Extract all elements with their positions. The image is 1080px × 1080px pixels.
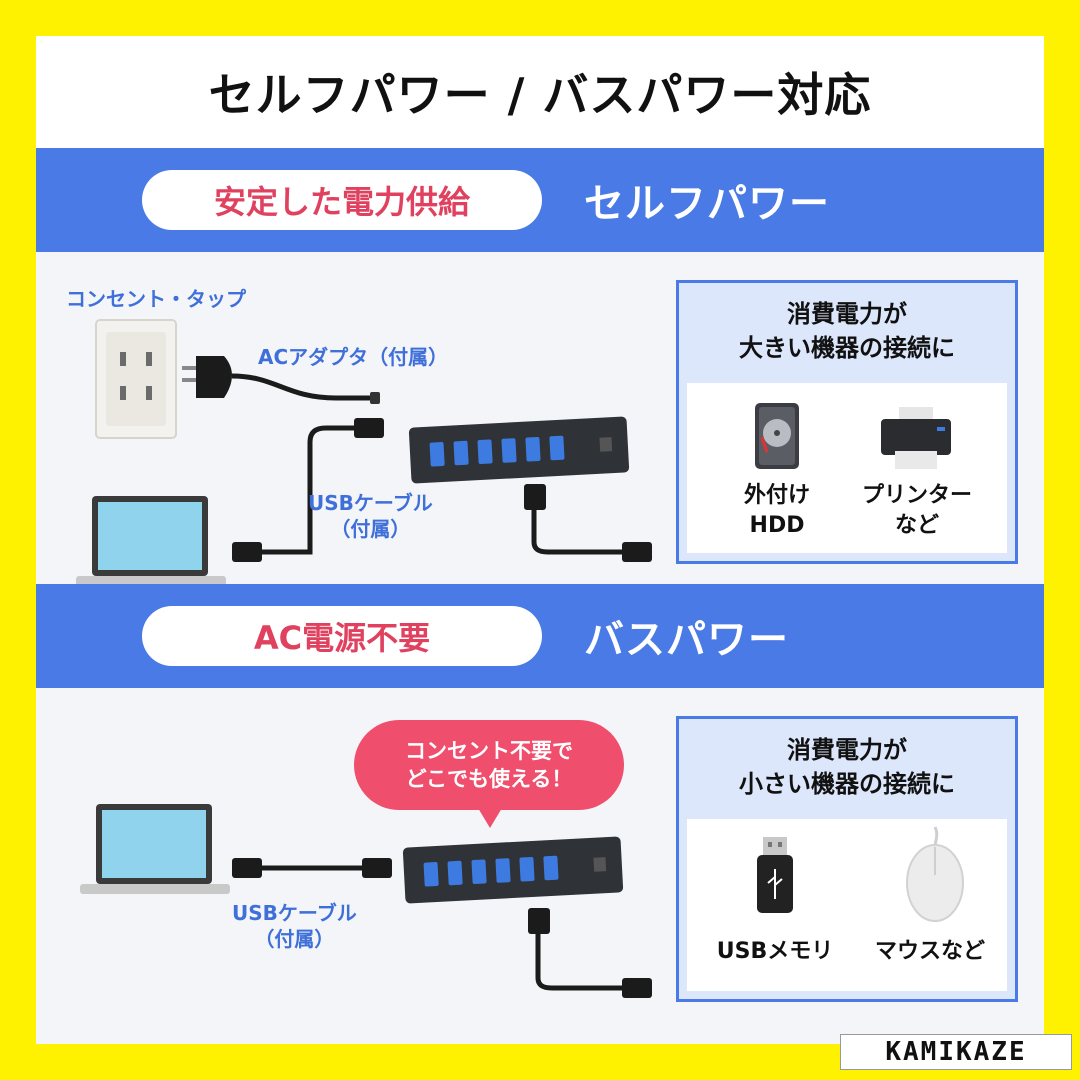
high-power-devices-panel: 消費電力が 大きい機器の接続に 外付け HDD プリンター <box>676 280 1018 564</box>
usb-cable-icon <box>232 418 384 562</box>
high-power-devices: 外付け HDD プリンター など <box>687 383 1007 553</box>
usb-cable-icon <box>232 858 392 878</box>
usb-hub-icon <box>408 416 652 562</box>
page-title: セルフパワー / バスパワー対応 <box>36 36 1044 148</box>
low-power-heading: 消費電力が 小さい機器の接続に <box>739 736 955 798</box>
hdd-label: 外付け HDD <box>743 483 810 538</box>
laptop-icon <box>76 496 226 586</box>
low-power-devices: USBメモリ マウスなど <box>687 819 1007 991</box>
low-power-devices-panel: 消費電力が 小さい機器の接続に USBメモリ マウスなど <box>676 716 1018 1002</box>
mouse-label: マウスなど <box>874 939 985 964</box>
self-power-band: 安定した電力供給 セルフパワー <box>36 148 1044 252</box>
high-power-heading: 消費電力が 大きい機器の接続に <box>739 300 955 362</box>
self-power-title: セルフパワー <box>584 181 830 227</box>
usb-memory-icon <box>757 837 793 913</box>
usb-memory-label: USBメモリ <box>716 939 834 964</box>
self-power-badge: 安定した電力供給 <box>142 170 542 230</box>
usb-hub-icon <box>402 836 652 998</box>
bus-power-title: バスパワー <box>584 617 789 663</box>
watermark: KAMIKAZE <box>840 1034 1072 1070</box>
printer-icon <box>881 407 951 469</box>
mouse-icon <box>906 826 964 922</box>
bus-power-badge: AC電源不要 <box>142 606 542 666</box>
no-outlet-bubble: コンセント不要で どこでも使える！ <box>354 720 624 828</box>
laptop-icon <box>80 804 230 894</box>
printer-label: プリンター など <box>861 483 972 538</box>
infographic-card: セルフパワー / バスパワー対応 安定した電力供給 セルフパワー <box>36 36 1044 1044</box>
usb-cable-label-bus: USBケーブル （付属） <box>232 901 357 951</box>
wall-outlet-icon <box>95 319 177 439</box>
bus-power-band: AC電源不要 バスパワー <box>36 584 1044 688</box>
ac-adapter-icon <box>182 356 380 404</box>
usb-cable-label: USBケーブル （付属） <box>308 491 433 541</box>
bus-power-diagram <box>80 804 652 998</box>
hdd-icon <box>755 403 799 469</box>
outlet-label: コンセント・タップ <box>66 287 246 311</box>
ac-adapter-label: ACアダプタ（付属） <box>258 345 449 369</box>
self-power-diagram <box>76 319 652 586</box>
